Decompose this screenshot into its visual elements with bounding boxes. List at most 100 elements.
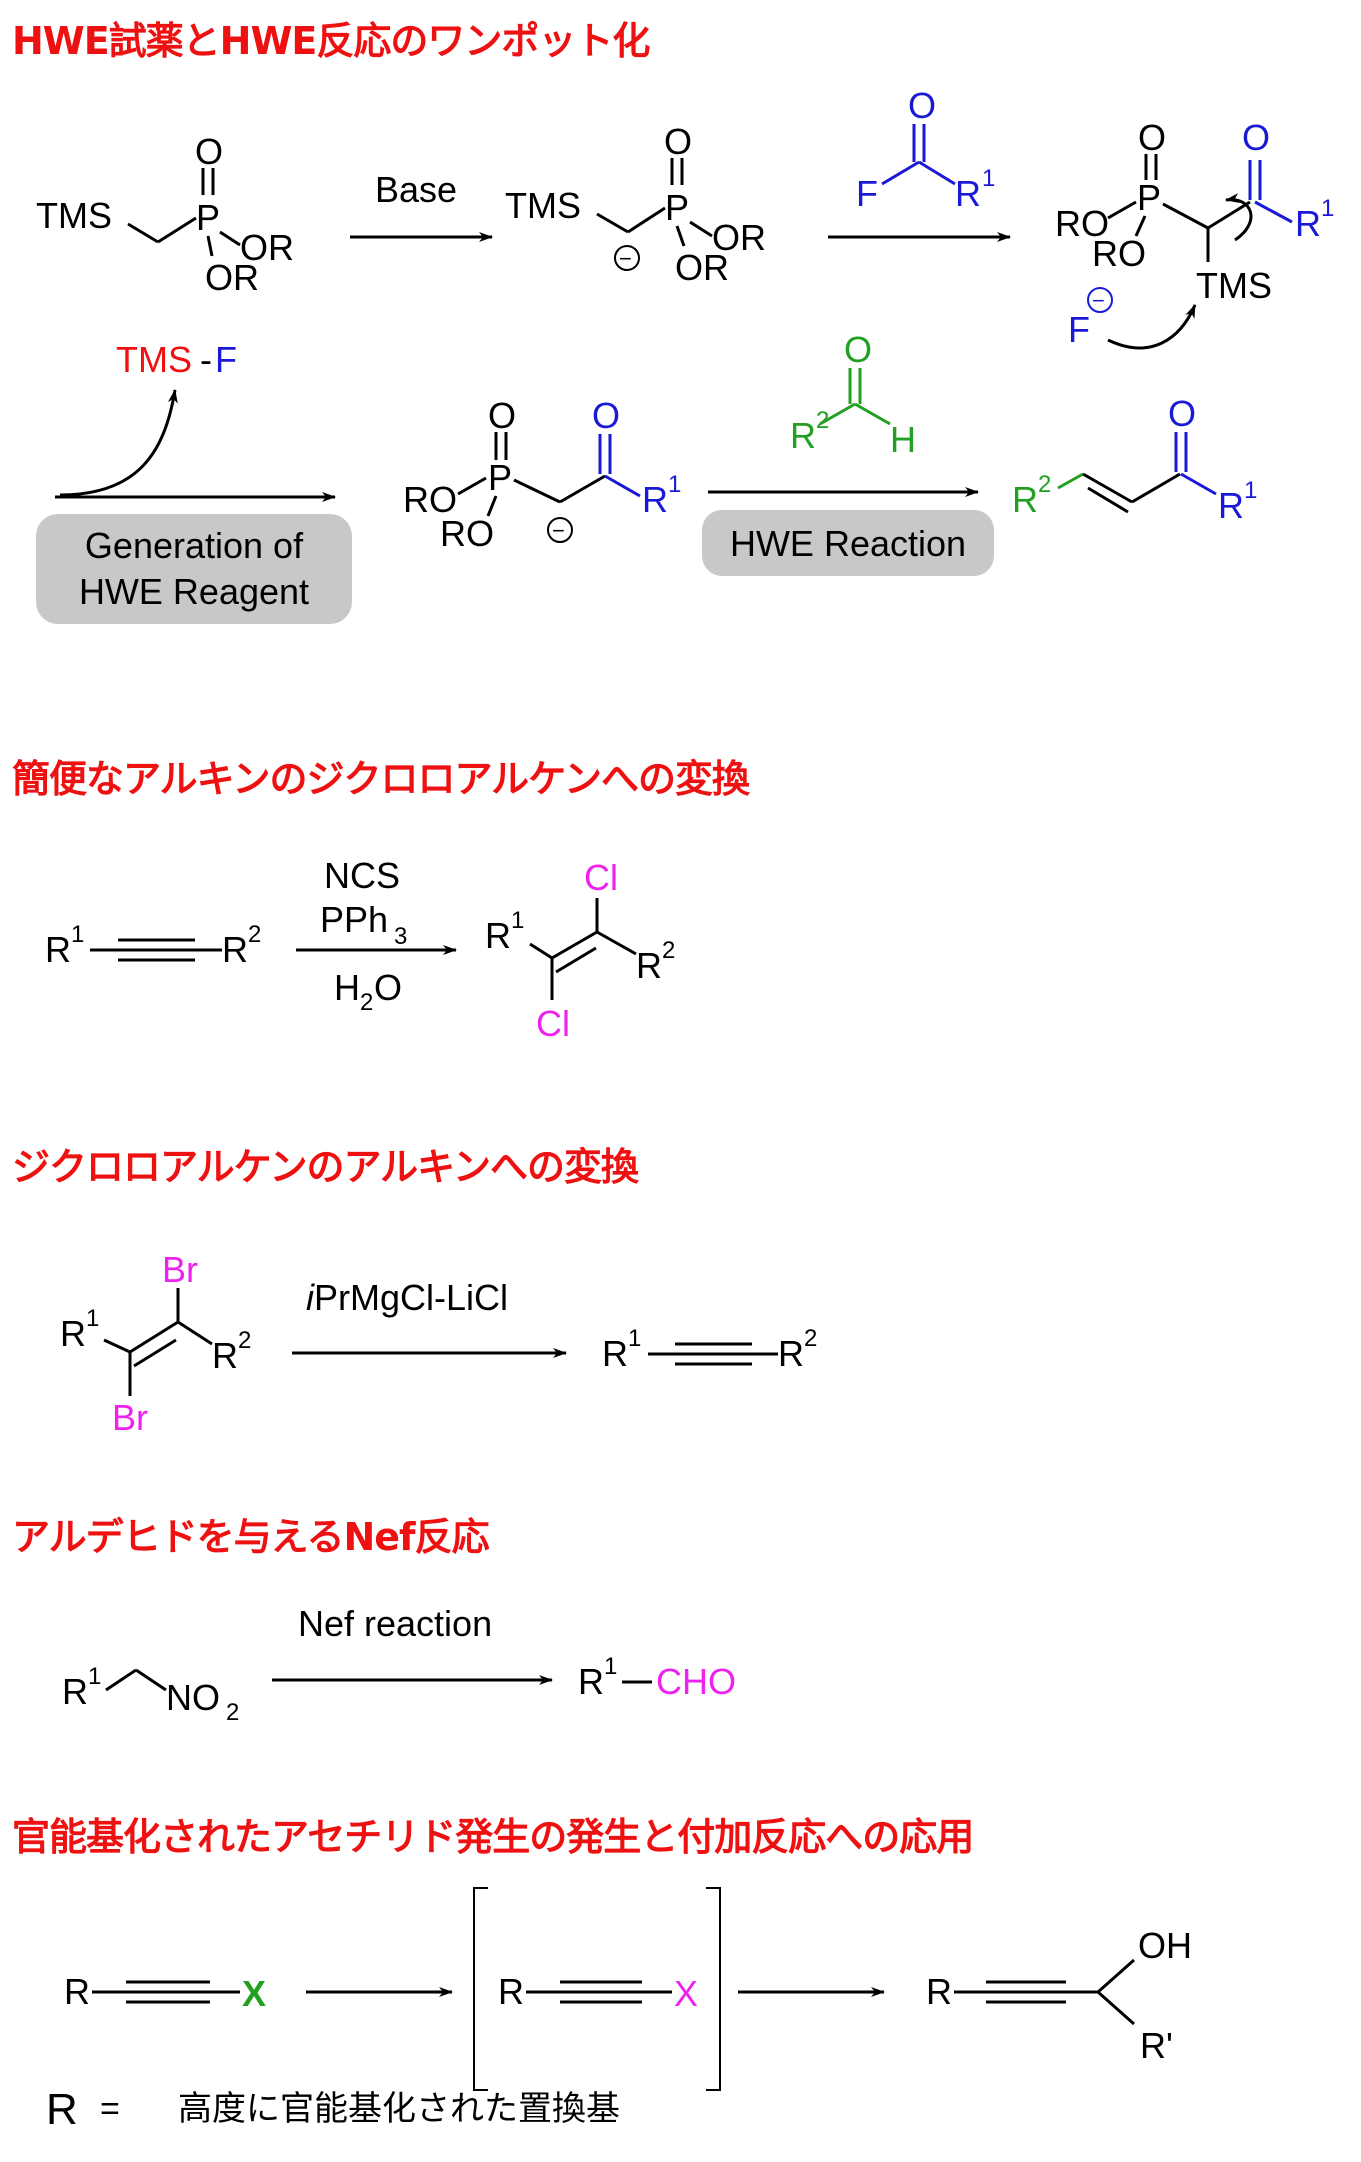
label-ro: RO [403,479,457,520]
heading-dichloroalkene-to-alkyne: ジクロロアルケンのアルキンへの変換 [12,1145,639,1189]
label-or: OR [712,217,766,258]
label-r: R [498,1971,524,2012]
note-r: R [46,2085,78,2134]
label-r: R [636,945,662,986]
label-r: R [602,1333,628,1374]
label-o: O [1138,117,1166,158]
label-o: O [1242,117,1270,158]
label-r: R [578,1661,604,1702]
scheme-dibromoalkene-to-alkyne: Br R 1 Br R 2 iPrMgCl-LiCl R 1 R 2 [60,1249,817,1438]
molecule-propargyl-alcohol: R OH R' [926,1925,1192,2066]
label-r: R [212,1335,238,1376]
label-tms: TMS [1196,265,1272,306]
heading-nef-reaction: アルデヒドを与えるNef反応 [12,1515,490,1559]
label-superscript: 1 [71,921,84,948]
label-cho: CHO [656,1661,736,1702]
label-subscript: 2 [360,989,373,1016]
label-f: F [215,339,237,380]
label-o: O [1168,393,1196,434]
label-o: O [488,395,516,436]
label-superscript: 2 [804,1325,817,1352]
label-p: P [665,187,689,228]
label-r: R [60,1313,86,1354]
charge-minus: − [1092,288,1105,313]
note-substituent-text: 高度に官能基化された置換基 [178,2089,620,2129]
label-r: R [778,1333,804,1374]
note-equals: = [100,2090,120,2128]
label-superscript: 2 [1038,471,1051,498]
label-superscript: 2 [248,921,261,948]
molecule-haloalkyne: R X [64,1971,266,2014]
label-r: R [1295,203,1321,244]
label-o: O [195,131,223,172]
label-no: NO [166,1677,220,1718]
label-r: R [926,1971,952,2012]
reagent-name: PrMgCl-LiCl [314,1277,508,1318]
heading-acetylide-addition: 官能基化されたアセチリド発生の発生と付加反応への応用 [12,1815,974,1859]
heading-alkyne-to-dichloroalkene: 簡便なアルキンのジクロロアルケンへの変換 [12,757,750,801]
label-tms: TMS [505,185,581,226]
intermediate-bracket: R X [473,1887,721,2091]
label-p: P [1137,177,1161,218]
scheme-alkyne-to-dichloroalkene: R 1 R 2 NCS PPh 3 H 2 O R 1 Cl Cl R 2 [45,855,675,1044]
reagent-nef: Nef reaction [298,1603,492,1644]
label-r-prime: R' [1140,2025,1173,2066]
label-r: R [222,929,248,970]
scheme-acetylide-addition: R X R X R OH R' R = 高度に官能基 [46,1887,1192,2134]
scheme-hwe: TMS P O OR OR Base TMS − P O OR [36,85,1334,624]
label-tms: TMS [116,339,192,380]
box-label-line2: HWE Reagent [79,571,309,612]
label-o: O [908,85,936,126]
label-superscript: 1 [1321,195,1334,222]
reagent-o: O [374,967,402,1008]
label-f: F [1068,309,1090,350]
label-superscript: 1 [982,165,995,192]
molecule-dichloroalkene: R 1 Cl Cl R 2 [485,857,675,1044]
label-tms: TMS [36,195,112,236]
label-r: R [790,415,816,456]
box-label: HWE Reaction [730,523,966,564]
molecule-phosphonate-anion: TMS − P O OR OR [505,121,766,288]
label-or: OR [675,247,729,288]
label-ro: RO [440,513,494,554]
reagent-h: H [334,967,360,1008]
box-label-line1: Generation of [85,525,304,566]
label-superscript: 1 [668,471,681,498]
label-superscript: 2 [662,937,675,964]
label-superscript: 1 [604,1653,617,1680]
label-p: P [488,457,512,498]
box-generation-hwe-reagent [36,514,352,624]
label-subscript: 2 [226,1699,239,1726]
reagent-iprmgcl: iPrMgCl-LiCl [306,1277,508,1318]
molecule-adduct-intermediate: O P RO RO TMS O R 1 − F [1055,117,1334,350]
label-r: R [642,479,668,520]
reagent-pph: PPh [320,899,388,940]
label-or: OR [240,227,294,268]
molecule-dibromoalkene: Br R 1 Br R 2 [60,1249,251,1438]
label-f: F [856,173,878,214]
label-superscript: 1 [628,1325,641,1352]
label-r: R [45,929,71,970]
molecule-alkyne: R 1 R 2 [45,921,261,970]
label-dash: - [200,339,212,380]
label-cl: Cl [584,857,618,898]
molecule-enone-product: R 2 O R 1 [1012,393,1257,526]
molecule-tms-phosphonate: TMS P O OR OR [36,131,294,298]
label-superscript: 1 [511,907,524,934]
label-br: Br [162,1249,198,1290]
label-h: H [890,419,916,460]
scheme-nef-reaction: R 1 NO 2 Nef reaction R 1 CHO [62,1603,736,1726]
heading-hwe-one-pot: HWE試薬とHWE反応のワンポット化 [12,19,650,63]
label-subscript: 3 [394,923,407,950]
label-r: R [485,915,511,956]
label-r: R [1218,485,1244,526]
label-o: O [844,329,872,370]
reagent-base: Base [375,169,457,210]
label-or: OR [205,257,259,298]
label-r: R [955,173,981,214]
label-r: R [62,1671,88,1712]
charge-minus: − [552,518,565,543]
label-x: X [674,1973,698,2014]
charge-minus: − [619,246,632,271]
